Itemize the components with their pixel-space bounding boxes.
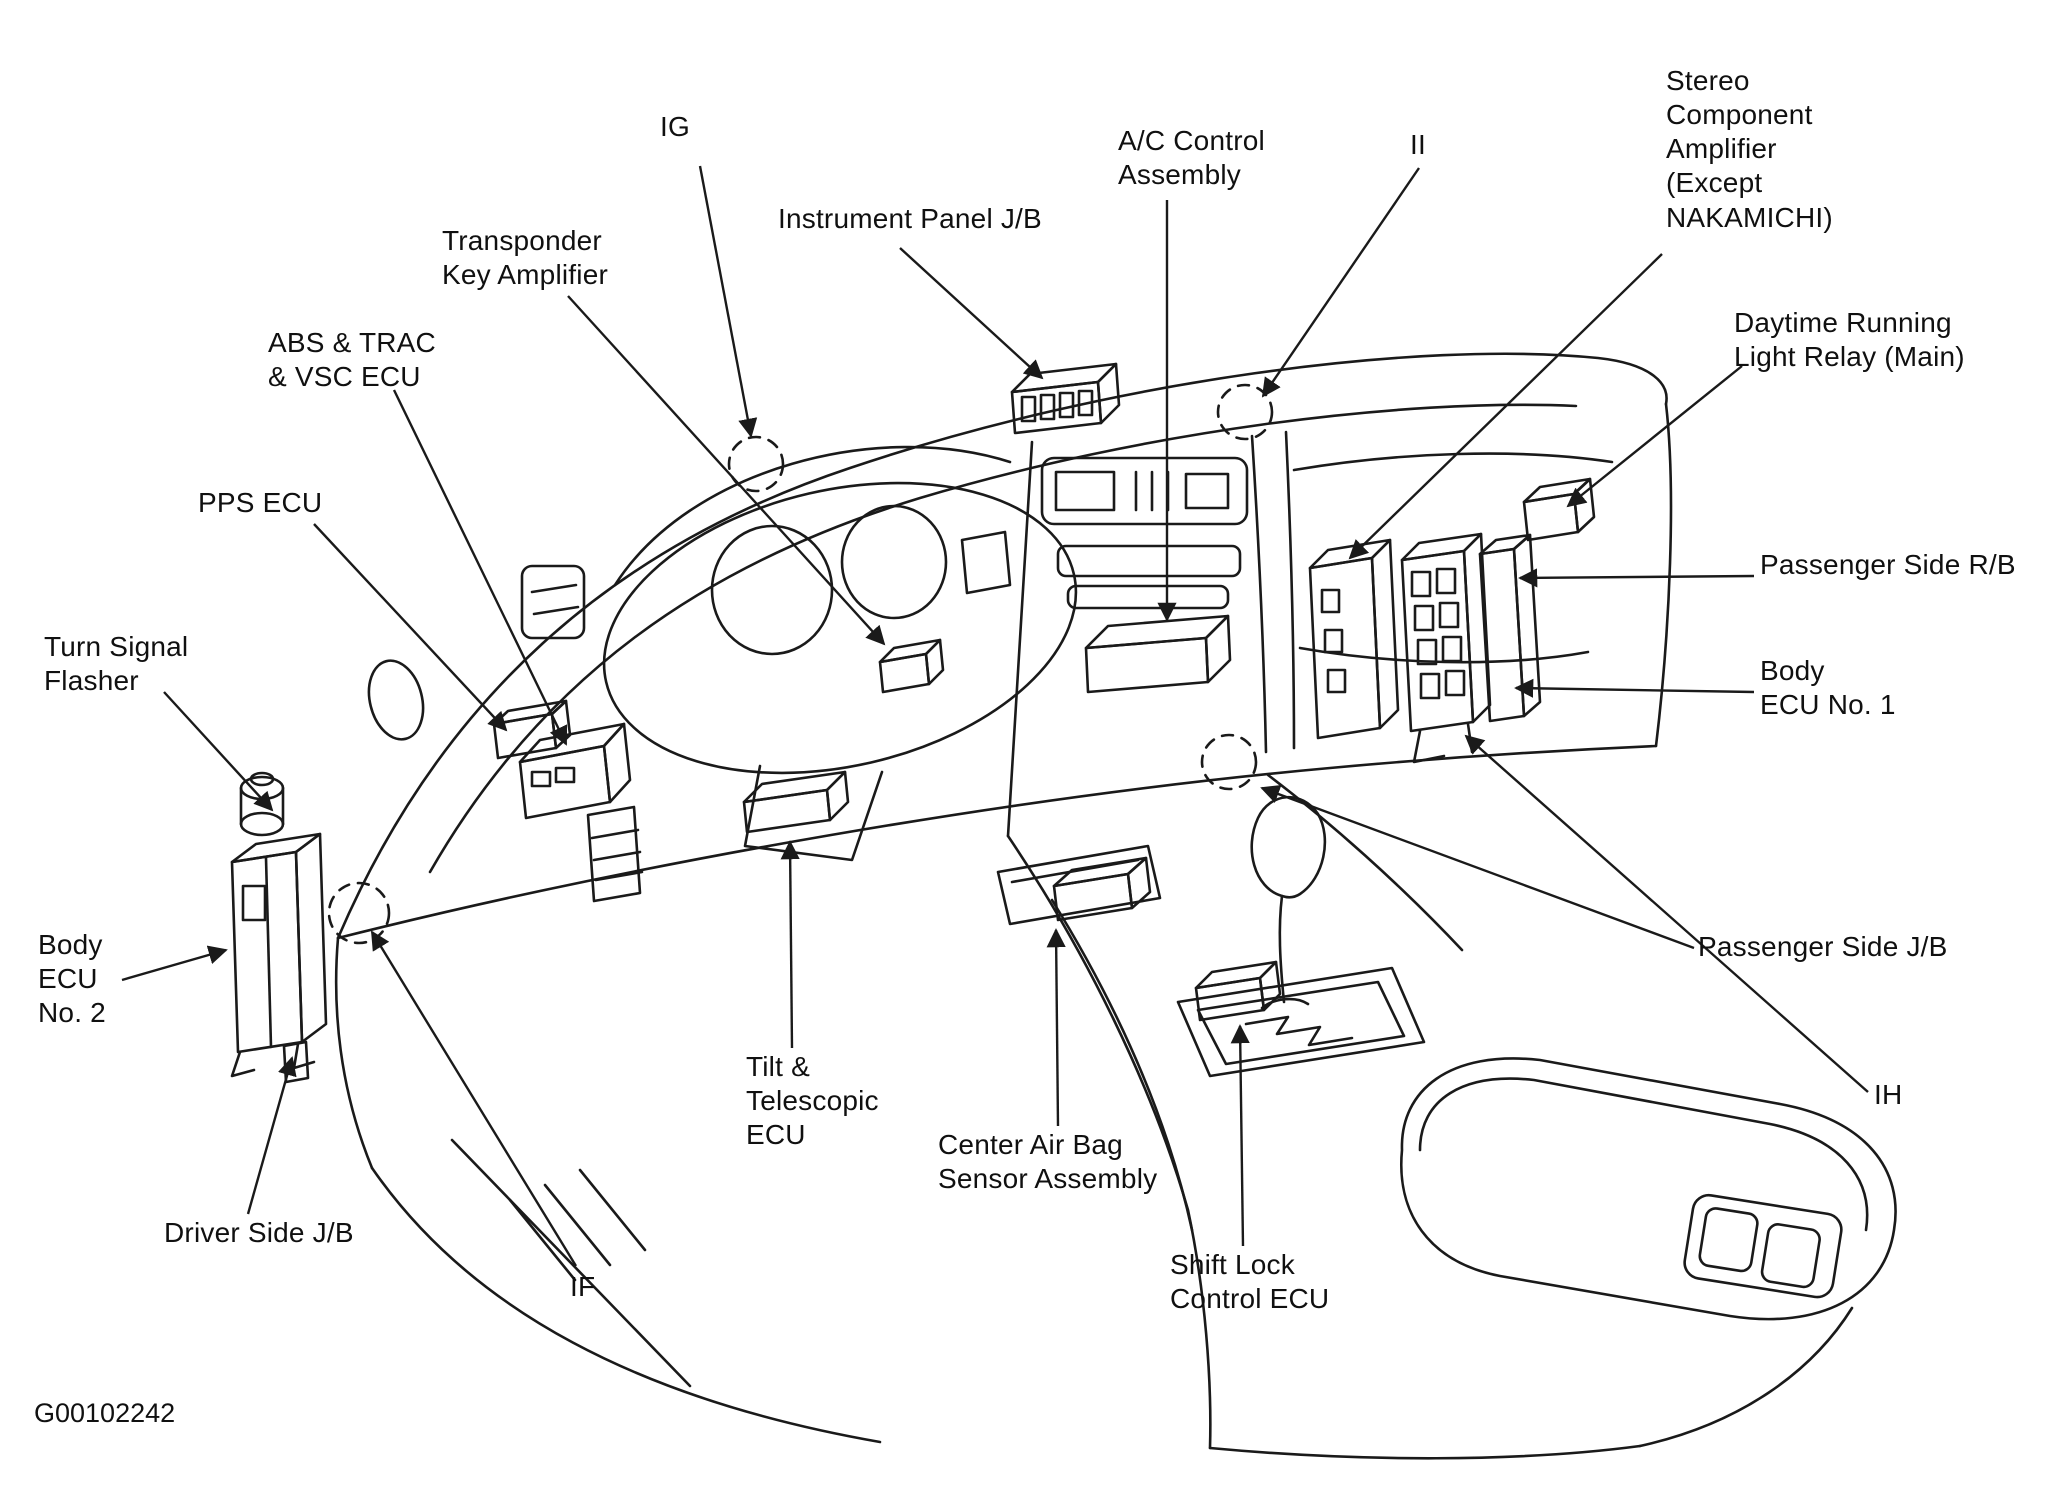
label-transponder-key-amplifier: Transponder Key Amplifier (442, 225, 608, 291)
leader-lines (121, 165, 1869, 1267)
label-ih: IH (1874, 1079, 1903, 1110)
label-pps-ecu: PPS ECU (198, 487, 323, 518)
left-component-stack (230, 771, 328, 1084)
leader-ih (1464, 734, 1869, 1093)
passenger-side-fuse-block-cluster (1308, 532, 1542, 764)
label-passenger-side-jb: Passenger Side J/B (1698, 931, 1948, 962)
leader-transponder-key-amplifier (567, 295, 886, 646)
label-driver-side-jb: Driver Side J/B (164, 1217, 354, 1248)
leader-if (370, 930, 578, 1267)
shifter-assembly (1176, 795, 1426, 1078)
tilt-telescopic-ecu-box (742, 770, 850, 834)
leader-stereo-component-amplifier (1348, 253, 1663, 560)
cup-holders (1683, 1193, 1843, 1299)
leader-center-air-bag-sensor (1046, 928, 1066, 1127)
leader-turn-signal-flasher (163, 691, 274, 812)
leader-tilt-telescopic-ecu (780, 840, 800, 1049)
leader-ii (1261, 167, 1420, 398)
instrument-cluster (520, 445, 1078, 775)
label-stereo-component-amplifier: Stereo Component Amplifier (Except NAKAM… (1666, 65, 1833, 233)
label-instrument-panel-jb: Instrument Panel J/B (778, 203, 1042, 234)
center-console (1006, 773, 1854, 1460)
connector-ii-circle (1216, 383, 1274, 441)
label-if: IF (570, 1271, 596, 1302)
connector-location-circles (327, 383, 1274, 945)
leader-body-ecu-no2 (121, 945, 228, 982)
label-ig: IG (660, 111, 690, 142)
abs-trac-vsc-ecu-box (518, 722, 632, 820)
figure-code: G00102242 (34, 1398, 176, 1428)
label-ac-control-assembly: A/C Control Assembly (1118, 125, 1265, 191)
label-ii: II (1410, 129, 1426, 160)
label-body-ecu-no2: Body ECU No. 2 (38, 929, 106, 1029)
label-body-ecu-no1: Body ECU No. 1 (1760, 655, 1896, 721)
leader-driver-side-jb (246, 1056, 297, 1215)
label-center-air-bag-sensor: Center Air Bag Sensor Assembly (938, 1129, 1158, 1195)
connector-ih-circle (1200, 733, 1258, 791)
leader-passenger-side-rb (1518, 568, 1755, 588)
junction-block-detail-box (586, 805, 644, 903)
transponder-key-amplifier-box (878, 638, 945, 694)
dashboard-outline (334, 352, 1673, 1444)
label-daytime-running-light-relay: Daytime Running Light Relay (Main) (1734, 307, 1965, 373)
armrest-console-box (1399, 1057, 1897, 1321)
label-tilt-telescopic-ecu: Tilt & Telescopic ECU (746, 1051, 879, 1151)
ac-control-assembly-box (1084, 614, 1232, 694)
label-turn-signal-flasher: Turn Signal Flasher (44, 631, 189, 697)
leader-shift-lock-control-ecu (1230, 1024, 1250, 1247)
leader-pps-ecu (313, 523, 508, 732)
leader-ig (698, 165, 758, 438)
leader-abs-trac-vsc-ecu (392, 389, 568, 746)
leader-instrument-panel-jb (899, 247, 1044, 380)
leader-body-ecu-no1 (1514, 678, 1755, 698)
leader-passenger-side-jb (1260, 784, 1695, 950)
label-abs-trac-vsc-ecu: ABS & TRAC & VSC ECU (268, 327, 436, 393)
connector-if-circle (327, 881, 391, 945)
shift-lock-ecu-box (1194, 960, 1282, 1022)
label-shift-lock-control-ecu: Shift Lock Control ECU (1170, 1249, 1330, 1315)
label-passenger-side-rb: Passenger Side R/B (1760, 549, 2016, 580)
daytime-running-light-relay-box (1522, 477, 1596, 542)
instrument-panel-jb-box (1010, 362, 1121, 435)
leader-daytime-running-light-relay (1566, 365, 1743, 508)
